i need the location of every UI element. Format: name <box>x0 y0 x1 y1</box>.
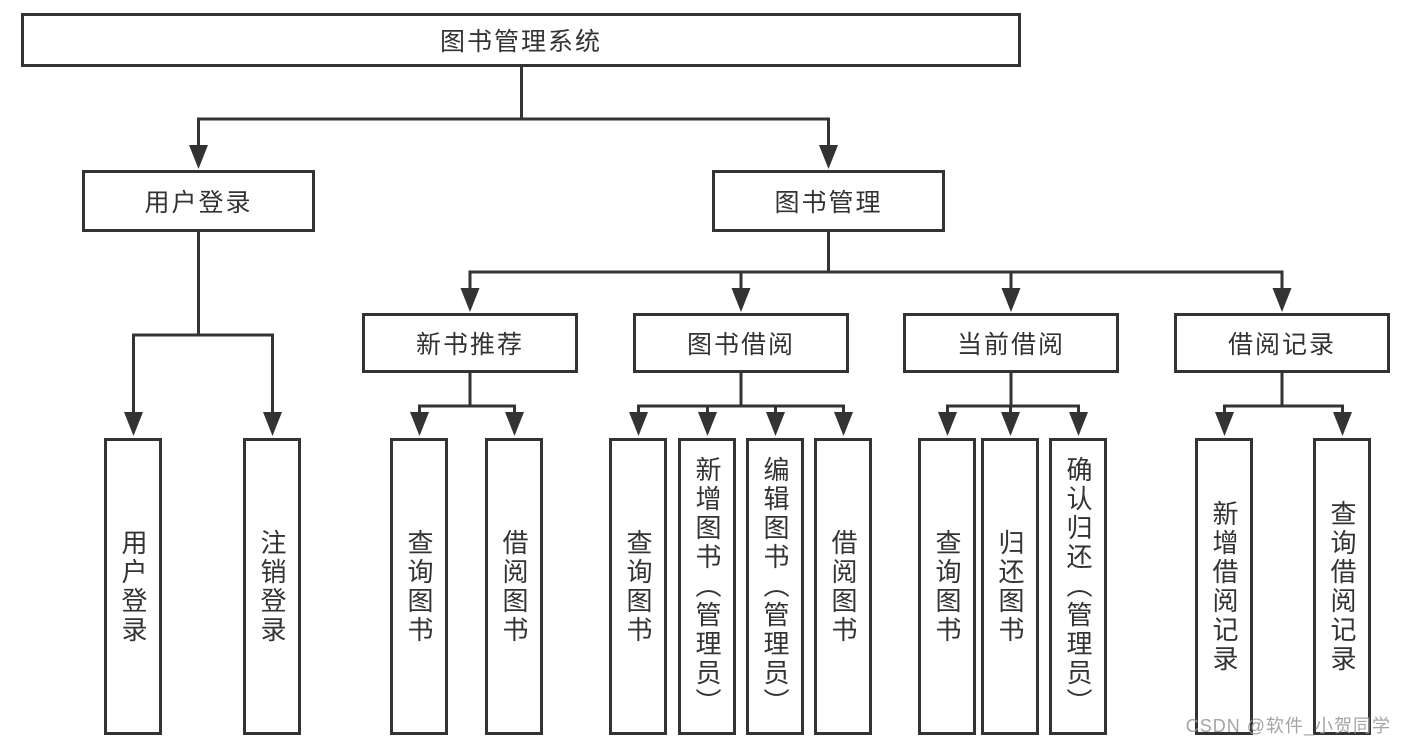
leaf-records-add-record: 新增借阅记录 <box>1195 438 1253 735</box>
node-book-management: 图书管理 <box>712 170 945 232</box>
leaf-current-query-books: 查询图书 <box>918 438 976 735</box>
edges-root-to-level1 <box>189 67 838 169</box>
node-new-book-recommend: 新书推荐 <box>362 313 578 373</box>
node-borrowing-records: 借阅记录 <box>1174 313 1390 373</box>
node-user-login: 用户登录 <box>82 170 315 232</box>
leaf-records-query-record: 查询借阅记录 <box>1313 438 1371 735</box>
node-root: 图书管理系统 <box>21 13 1021 67</box>
leaf-borrowing-query-books: 查询图书 <box>609 438 667 735</box>
node-current-borrowing: 当前借阅 <box>903 313 1119 373</box>
edges-book-management-to-level2 <box>460 232 1292 312</box>
leaf-borrowing-add-books-admin: 新增图书（管理员） <box>678 438 736 735</box>
leaf-current-confirm-return-admin: 确认归还（管理员） <box>1049 438 1107 735</box>
leaf-recommend-query-books: 查询图书 <box>390 438 448 735</box>
edges-current-borrowing-to-leaves <box>938 373 1088 436</box>
edges-user-login-to-leaves <box>124 232 282 436</box>
leaf-current-return-books: 归还图书 <box>981 438 1039 735</box>
edges-new-book-recommend-to-leaves <box>410 373 524 436</box>
leaf-recommend-borrow-books: 借阅图书 <box>485 438 543 735</box>
leaf-borrowing-edit-books-admin: 编辑图书（管理员） <box>746 438 804 735</box>
leaf-user-login: 用户登录 <box>104 438 162 735</box>
csdn-watermark: CSDN @软件_小贺同学 <box>1185 716 1391 736</box>
node-book-borrowing: 图书借阅 <box>633 313 849 373</box>
leaf-borrowing-borrow-books: 借阅图书 <box>814 438 872 735</box>
leaf-logout: 注销登录 <box>243 438 301 735</box>
edges-book-borrowing-to-leaves <box>629 373 853 436</box>
edges-borrowing-records-to-leaves <box>1215 373 1352 436</box>
